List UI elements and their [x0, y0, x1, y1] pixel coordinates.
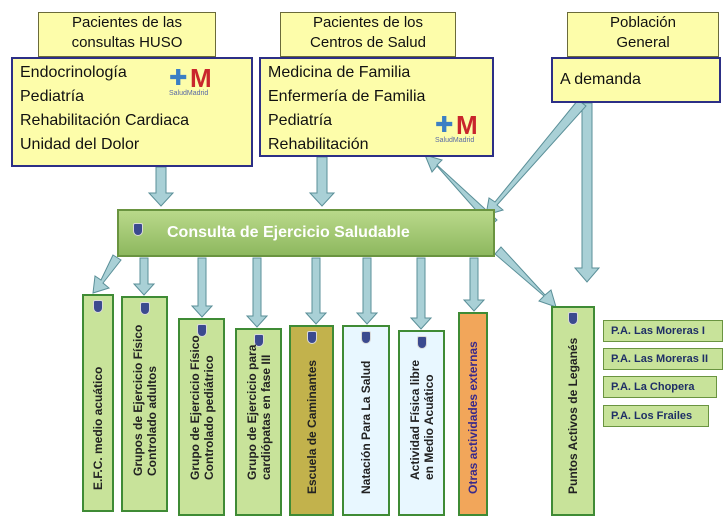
arrow-to-col-6: [355, 257, 379, 325]
arrow-central-to-puntos: [494, 246, 557, 308]
arrow-to-col-1: [92, 254, 122, 294]
salud-madrid-logo: ✚ M SaludMadrid: [435, 110, 487, 150]
list-centros-item: Pediatría: [268, 112, 333, 129]
leganes-shield-icon: [139, 302, 150, 315]
arrow-poblacion-to-central: [485, 99, 587, 216]
arrow-to-col-7: [409, 257, 433, 330]
header-poblacion-line-2: General: [616, 34, 670, 51]
arrow-to-col-8: [462, 257, 486, 312]
leganes-shield-icon: [568, 312, 578, 325]
punto-activo-item: P.A. Las Moreras II: [603, 348, 723, 370]
list-huso-item: Endocrinología: [20, 64, 127, 81]
program-label: E.F.C. medio acuático: [91, 366, 105, 490]
program-label: Otras actividades externas: [466, 341, 480, 494]
leganes-shield-icon: [133, 223, 143, 236]
arrow-poblacion-to-puntos: [573, 102, 601, 283]
punto-activo-item: P.A. Las Moreras I: [603, 320, 723, 342]
arrow-centros-to-central: [308, 156, 336, 207]
leganes-shield-icon: [416, 336, 427, 349]
list-huso: Endocrinología Pediatría Rehabilitación …: [11, 57, 253, 167]
list-poblacion: A demanda: [551, 57, 721, 103]
leganes-shield-icon: [361, 331, 371, 344]
program-label: Natación Para La Salud: [359, 360, 373, 494]
arrow-to-col-2: [132, 257, 156, 296]
program-column: Otras actividades externas: [458, 312, 488, 516]
leganes-shield-icon: [306, 331, 317, 344]
arrow-to-col-5: [304, 257, 328, 325]
header-centros-line-2: Centros de Salud: [310, 34, 426, 51]
central-consulta-box: Consulta de Ejercicio Saludable: [117, 209, 495, 257]
arrow-huso-to-central: [147, 166, 175, 207]
program-column: Natación Para La Salud: [342, 325, 390, 516]
program-label: Puntos Activos de Leganés: [566, 337, 580, 494]
header-centros-line-1: Pacientes de los: [312, 14, 424, 31]
cross-icon: ✚: [169, 65, 188, 90]
list-centros-item: Medicina de Familia: [268, 64, 411, 81]
list-centros-item: Rehabilitación: [268, 136, 369, 153]
list-centros: Medicina de Familia Enfermería de Famili…: [259, 57, 494, 157]
header-huso-line-1: Pacientes de las: [71, 14, 183, 31]
leganes-shield-icon: [253, 334, 264, 347]
header-centros: Pacientes de los Centros de Salud: [280, 12, 456, 57]
program-label: Escuela de Caminantes: [304, 359, 319, 494]
program-column: Puntos Activos de Leganés: [551, 306, 595, 516]
punto-activo-item: P.A. La Chopera: [603, 376, 717, 398]
program-column: E.F.C. medio acuático: [82, 294, 114, 512]
punto-activo-item: P.A. Los Frailes: [603, 405, 709, 427]
header-huso: Pacientes de las consultas HUSO: [38, 12, 216, 57]
list-huso-item: Pediatría: [20, 88, 85, 105]
leganes-shield-icon: [196, 324, 207, 337]
leganes-shield-icon: [93, 300, 103, 313]
list-huso-item: Rehabilitación Cardiaca: [20, 112, 189, 129]
salud-madrid-logo: ✚ M SaludMadrid: [169, 63, 221, 103]
logo-letter: M: [456, 110, 478, 140]
central-label: Consulta de Ejercicio Saludable: [167, 224, 410, 241]
arrow-to-col-3: [190, 257, 214, 318]
header-huso-line-2: consultas HUSO: [71, 34, 183, 51]
program-column: Escuela de Caminantes: [289, 325, 334, 516]
logo-caption: SaludMadrid: [169, 90, 209, 97]
cross-icon: ✚: [435, 112, 454, 137]
list-poblacion-item: A demanda: [560, 71, 641, 88]
logo-caption: SaludMadrid: [435, 137, 475, 144]
list-centros-item: Enfermería de Familia: [268, 88, 426, 105]
header-poblacion: Población General: [567, 12, 719, 57]
arrow-to-col-4: [245, 257, 269, 328]
header-poblacion-line-1: Población: [610, 14, 676, 31]
logo-letter: M: [190, 63, 212, 93]
list-huso-item: Unidad del Dolor: [20, 136, 140, 153]
